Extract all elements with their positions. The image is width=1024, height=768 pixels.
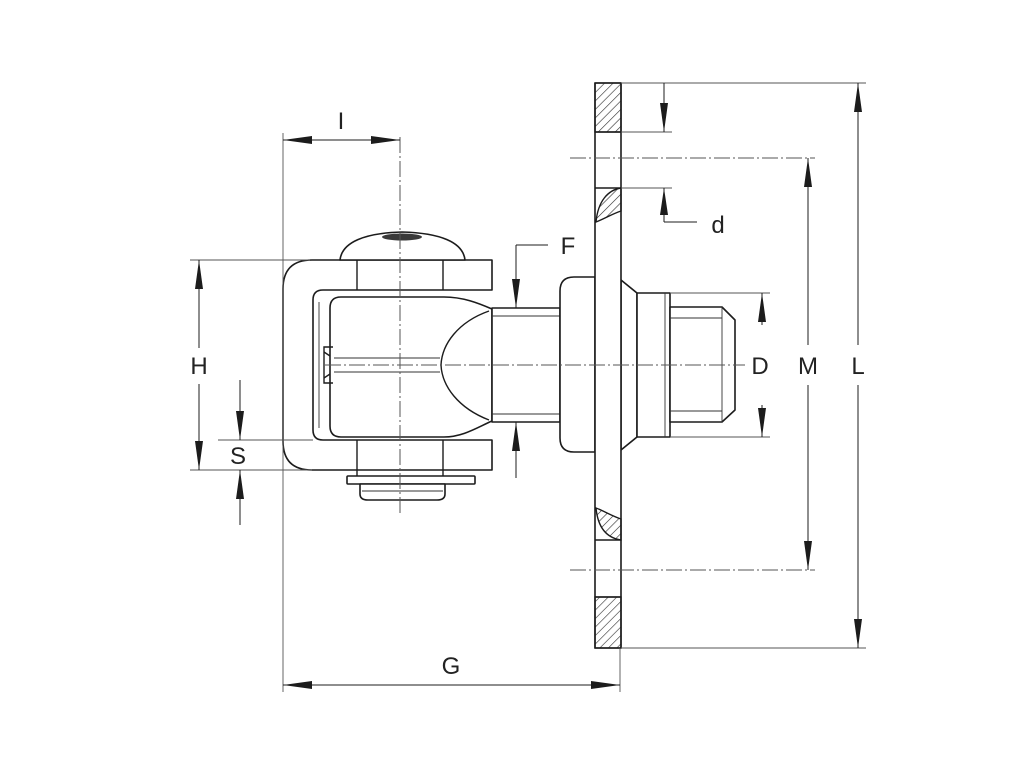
bottom-washer bbox=[346, 475, 476, 485]
countersink-bottom bbox=[595, 506, 622, 541]
dim-s-arrow-top bbox=[236, 411, 244, 440]
dim-d-hole-label: d bbox=[711, 212, 724, 239]
dim-g-arrow-left bbox=[283, 681, 312, 689]
cap-slot bbox=[382, 233, 422, 241]
dim-f-arrow-bottom bbox=[512, 422, 520, 451]
retaining-clip-tick-upper bbox=[323, 351, 331, 357]
dimension-m: M bbox=[798, 158, 818, 570]
dimension-l: L bbox=[851, 83, 865, 648]
dim-i-arrow-right bbox=[371, 136, 400, 144]
dimension-g: G bbox=[283, 653, 620, 689]
dim-d-thread-arrow-bottom bbox=[758, 408, 766, 437]
dim-g-label: G bbox=[442, 653, 461, 680]
dome-cap bbox=[339, 231, 466, 261]
dim-d-hole-arrow-top bbox=[660, 103, 668, 132]
eye-body bbox=[329, 296, 493, 438]
dimensions: I G H S bbox=[190, 83, 865, 689]
plate-section-bottom bbox=[594, 596, 622, 649]
extension-lines bbox=[190, 82, 866, 692]
dim-d-thread-arrow-top bbox=[758, 293, 766, 322]
dim-l-arrow-top bbox=[854, 83, 862, 112]
dim-l-label: L bbox=[851, 353, 864, 380]
dim-i-label: I bbox=[338, 108, 345, 135]
dim-m-label: M bbox=[798, 353, 818, 380]
dimension-i: I bbox=[283, 108, 400, 144]
u-bracket bbox=[282, 259, 493, 471]
bottom-nut bbox=[359, 483, 446, 501]
plate-section-top bbox=[594, 82, 622, 133]
dimension-s: S bbox=[230, 380, 246, 525]
dim-g-arrow-right bbox=[591, 681, 620, 689]
dim-i-arrow-left bbox=[283, 136, 312, 144]
hinge-parts bbox=[282, 82, 736, 649]
dimension-d-hole: d bbox=[660, 83, 725, 239]
center-lines bbox=[325, 137, 815, 571]
dimension-d-thread: D bbox=[751, 293, 769, 437]
dim-m-arrow-bottom bbox=[804, 541, 812, 570]
dim-h-label: H bbox=[190, 353, 207, 380]
dim-h-arrow-bottom bbox=[195, 441, 203, 470]
dim-s-label: S bbox=[230, 443, 246, 470]
dim-d-thread-label: D bbox=[751, 353, 768, 380]
dim-s-arrow-bottom bbox=[236, 470, 244, 499]
dim-f-arrow-top bbox=[512, 279, 520, 308]
dim-m-arrow-top bbox=[804, 158, 812, 187]
dimension-h: H bbox=[190, 260, 208, 470]
countersink-top bbox=[595, 187, 622, 224]
dim-h-arrow-top bbox=[195, 260, 203, 289]
retaining-clip-tick-lower bbox=[323, 373, 331, 379]
dim-f-label: F bbox=[561, 233, 576, 260]
threaded-stud bbox=[669, 306, 736, 423]
dimension-f: F bbox=[512, 233, 575, 478]
dim-l-arrow-bottom bbox=[854, 619, 862, 648]
retaining-clip bbox=[323, 346, 333, 384]
dim-d-hole-arrow-bottom bbox=[660, 188, 668, 215]
